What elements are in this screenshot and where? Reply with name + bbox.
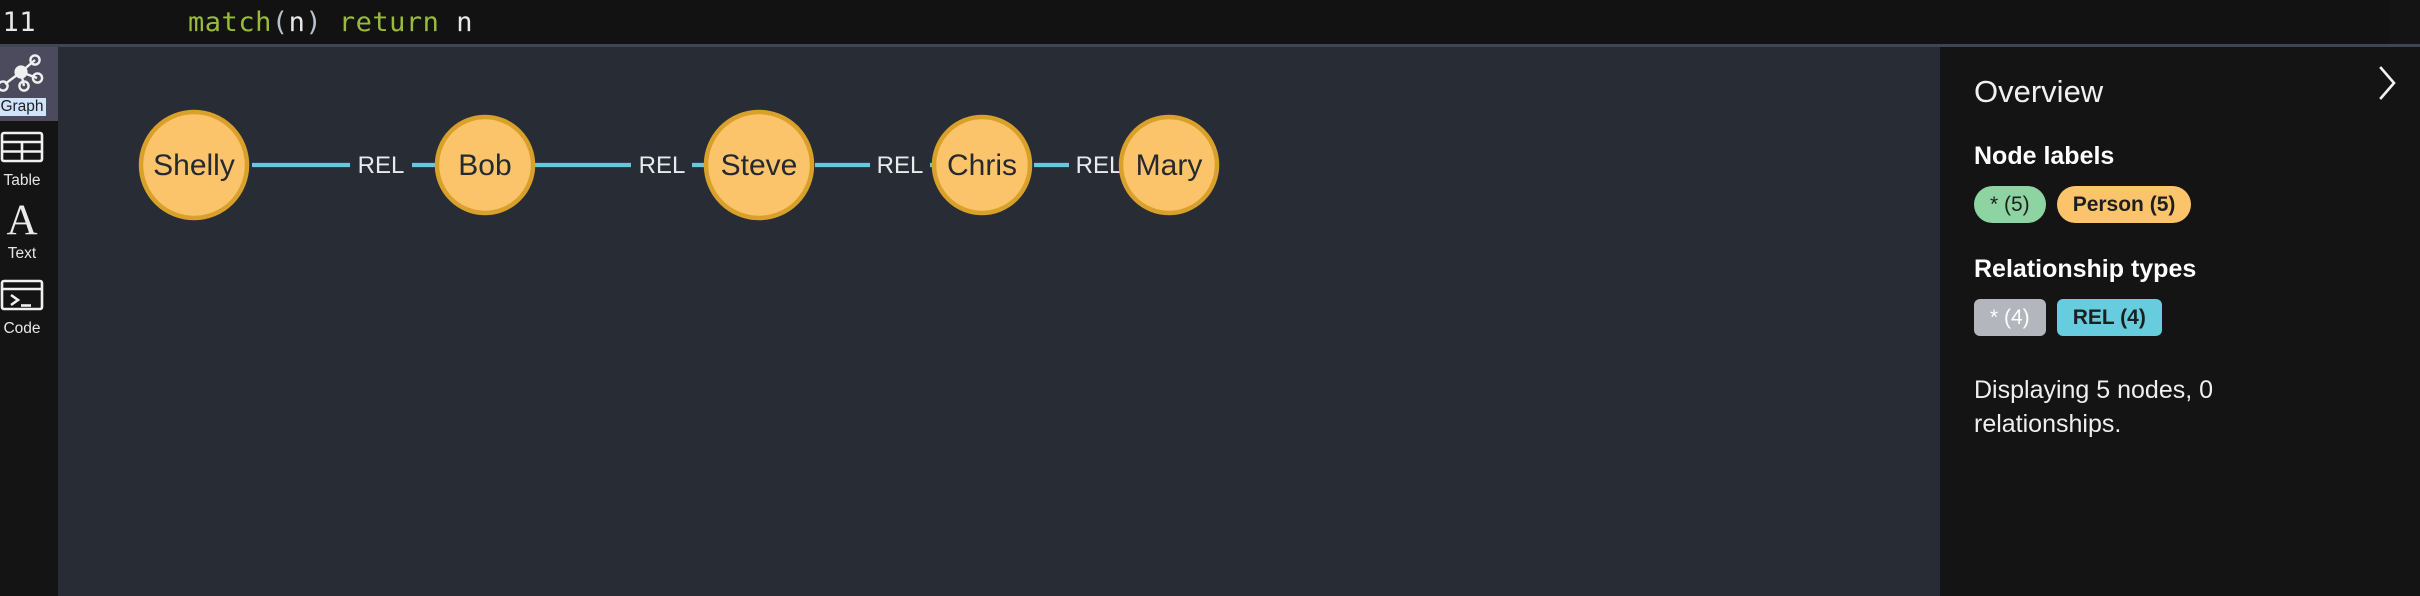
graph-node-steve[interactable]: Steve [703, 109, 815, 221]
chevron-right-icon [2376, 63, 2400, 108]
graph-node-mary[interactable]: Mary [1118, 114, 1220, 216]
code-token-return: return [338, 6, 440, 38]
relationship-type-chip-rel[interactable]: REL (4) [2056, 299, 2162, 337]
relationship-label: REL [1076, 152, 1123, 179]
sidebar-item-label-text: Text [7, 245, 37, 263]
sidebar-item-label-table: Table [3, 172, 41, 190]
code-token-open-paren: ( [271, 6, 289, 38]
collapse-panel-button[interactable] [2366, 63, 2410, 107]
editor-right-gutter [2390, 0, 2420, 44]
sidebar-item-table[interactable]: Table [0, 121, 58, 195]
page-title: Overview [1974, 74, 2104, 109]
code-token-close-paren: ) [305, 6, 323, 38]
overview-header: Overview [1974, 65, 2396, 110]
node-label-chip-person[interactable]: Person (5) [2056, 186, 2192, 224]
sidebar-item-graph[interactable]: Graph [0, 47, 58, 121]
relationship-label: REL [877, 152, 924, 179]
graph-node-shelly[interactable]: Shelly [138, 109, 250, 221]
relationship-label: REL [358, 152, 405, 179]
node-group[interactable]: Shelly Bob Steve Chris Mary [138, 109, 1220, 221]
view-mode-rail: Graph Table A Text [0, 47, 58, 596]
overview-panel: Overview Node labels * (5) Person (5) Re… [1940, 47, 2420, 596]
node-label: Steve [721, 149, 798, 182]
relationship-type-chip-all[interactable]: * (4) [1974, 299, 2046, 337]
node-labels-heading: Node labels [1974, 142, 2115, 171]
code-icon [0, 275, 45, 315]
query-editor-line[interactable]: 11 match(n) return n [0, 0, 473, 44]
relationship-label: REL [639, 152, 686, 179]
graph-icon [0, 52, 45, 93]
query-code[interactable]: match(n) return n [54, 0, 473, 44]
relationship-steve-chris[interactable]: REL [815, 151, 990, 179]
status-text: Displaying 5 nodes, 0 relationships. [1974, 376, 2214, 438]
code-token-n2: n [456, 6, 473, 38]
node-label: Chris [947, 149, 1017, 182]
line-number: 11 [2, 6, 36, 38]
query-editor-bar[interactable]: 11 match(n) return n [0, 0, 2420, 44]
code-token-space2 [439, 7, 456, 38]
graph-svg[interactable]: REL REL REL REL [58, 47, 1940, 596]
graph-node-chris[interactable]: Chris [931, 114, 1033, 216]
relationship-types-heading: Relationship types [1974, 255, 2197, 284]
graph-node-bob[interactable]: Bob [434, 114, 536, 216]
graph-canvas[interactable]: REL REL REL REL [58, 47, 1940, 596]
code-token-space1 [322, 7, 339, 38]
node-label: Shelly [153, 149, 235, 182]
code-token-n1: n [288, 6, 306, 38]
text-icon: A [6, 197, 38, 245]
code-token-match: match [188, 6, 272, 38]
sidebar-item-code[interactable]: Code [0, 269, 58, 343]
node-label-chip-all[interactable]: * (5) [1974, 186, 2046, 224]
table-icon [0, 127, 45, 167]
node-label: Mary [1136, 149, 1203, 182]
editor-divider [0, 44, 2420, 47]
sidebar-item-label-graph: Graph [0, 98, 46, 116]
sidebar-item-label-code: Code [3, 320, 41, 338]
relationship-type-chip-list: * (4) REL (4) [1974, 299, 2386, 337]
node-label-chip-list: * (5) Person (5) [1974, 186, 2386, 224]
node-label: Bob [458, 149, 511, 182]
sidebar-item-text[interactable]: A Text [0, 195, 58, 269]
